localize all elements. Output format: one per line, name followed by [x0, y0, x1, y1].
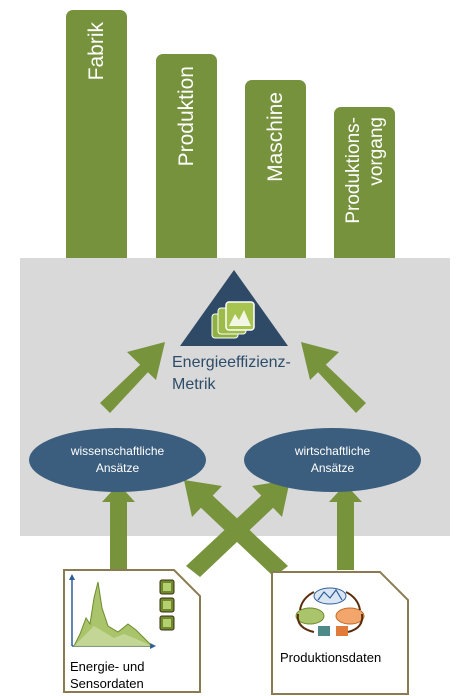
arrow-right-to-metric	[301, 342, 366, 413]
economic-line1: wirtschaftliche	[294, 444, 371, 458]
scientific-line1: wissenschaftliche	[70, 444, 165, 458]
metric-label-line1: Energieeffizienz-	[172, 354, 291, 371]
pillar-maschine: Maschine	[245, 80, 306, 260]
economic-line2: Ansätze	[310, 461, 355, 475]
arrow-production-up	[329, 484, 362, 570]
pillar-fabrik: Fabrik	[66, 10, 127, 260]
energy-document	[63, 569, 201, 693]
arrow-energy-up	[102, 484, 135, 570]
arrow-left-to-metric	[100, 342, 165, 413]
economic-approaches-ellipse: wirtschaftliche Ansätze	[244, 428, 421, 492]
energy-document-label: Energie- und Sensordaten	[70, 658, 144, 692]
production-document	[271, 571, 409, 695]
energy-label-line2: Sensordaten	[70, 676, 144, 691]
energy-label-line1: Energie- und	[70, 659, 145, 674]
production-document-label: Produktionsdaten	[280, 650, 382, 665]
pillar-produktion: Produktion	[156, 54, 217, 260]
metric-label: Energieeffizienz- Metrik	[172, 352, 291, 396]
arrow-production-to-scientific	[184, 480, 288, 577]
scientific-line2: Ansätze	[95, 461, 140, 475]
metric-label-line2: Metrik	[172, 376, 216, 393]
pillar-produktionsvorgang: Produktions- vorgang	[334, 107, 395, 260]
scientific-approaches-ellipse: wissenschaftliche Ansätze	[29, 428, 206, 492]
chart-stack-icon	[211, 301, 255, 339]
